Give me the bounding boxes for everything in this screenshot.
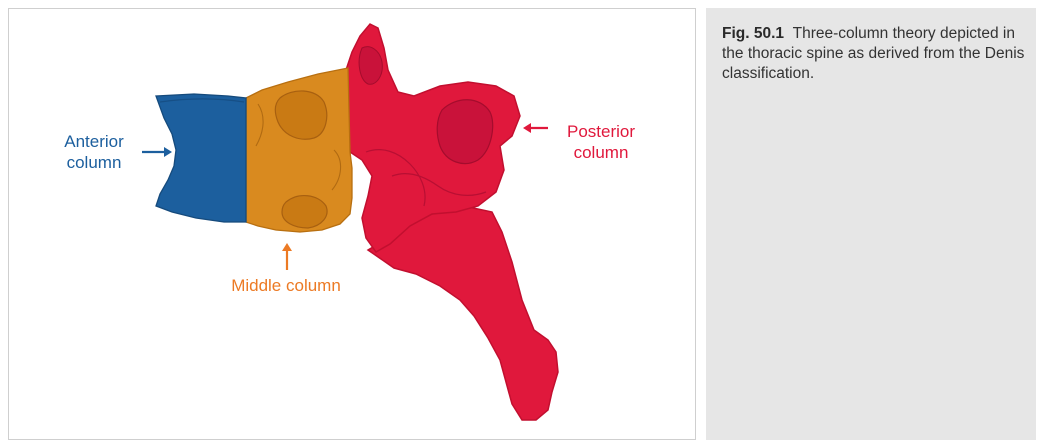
- figure-frame: [8, 8, 696, 440]
- posterior-column-label: Posterior column: [546, 121, 656, 163]
- anterior-label-line1: Anterior: [44, 131, 144, 152]
- anterior-label-line2: column: [44, 152, 144, 173]
- figure-number: Fig. 50.1: [722, 25, 784, 42]
- posterior-label-line1: Posterior: [546, 121, 656, 142]
- anterior-column-label: Anterior column: [44, 131, 144, 173]
- caption-panel: Fig. 50.1 Three-column theory depicted i…: [706, 8, 1036, 440]
- middle-column-label: Middle column: [196, 275, 376, 296]
- posterior-label-line2: column: [546, 142, 656, 163]
- figure-caption: Fig. 50.1 Three-column theory depicted i…: [722, 24, 1032, 84]
